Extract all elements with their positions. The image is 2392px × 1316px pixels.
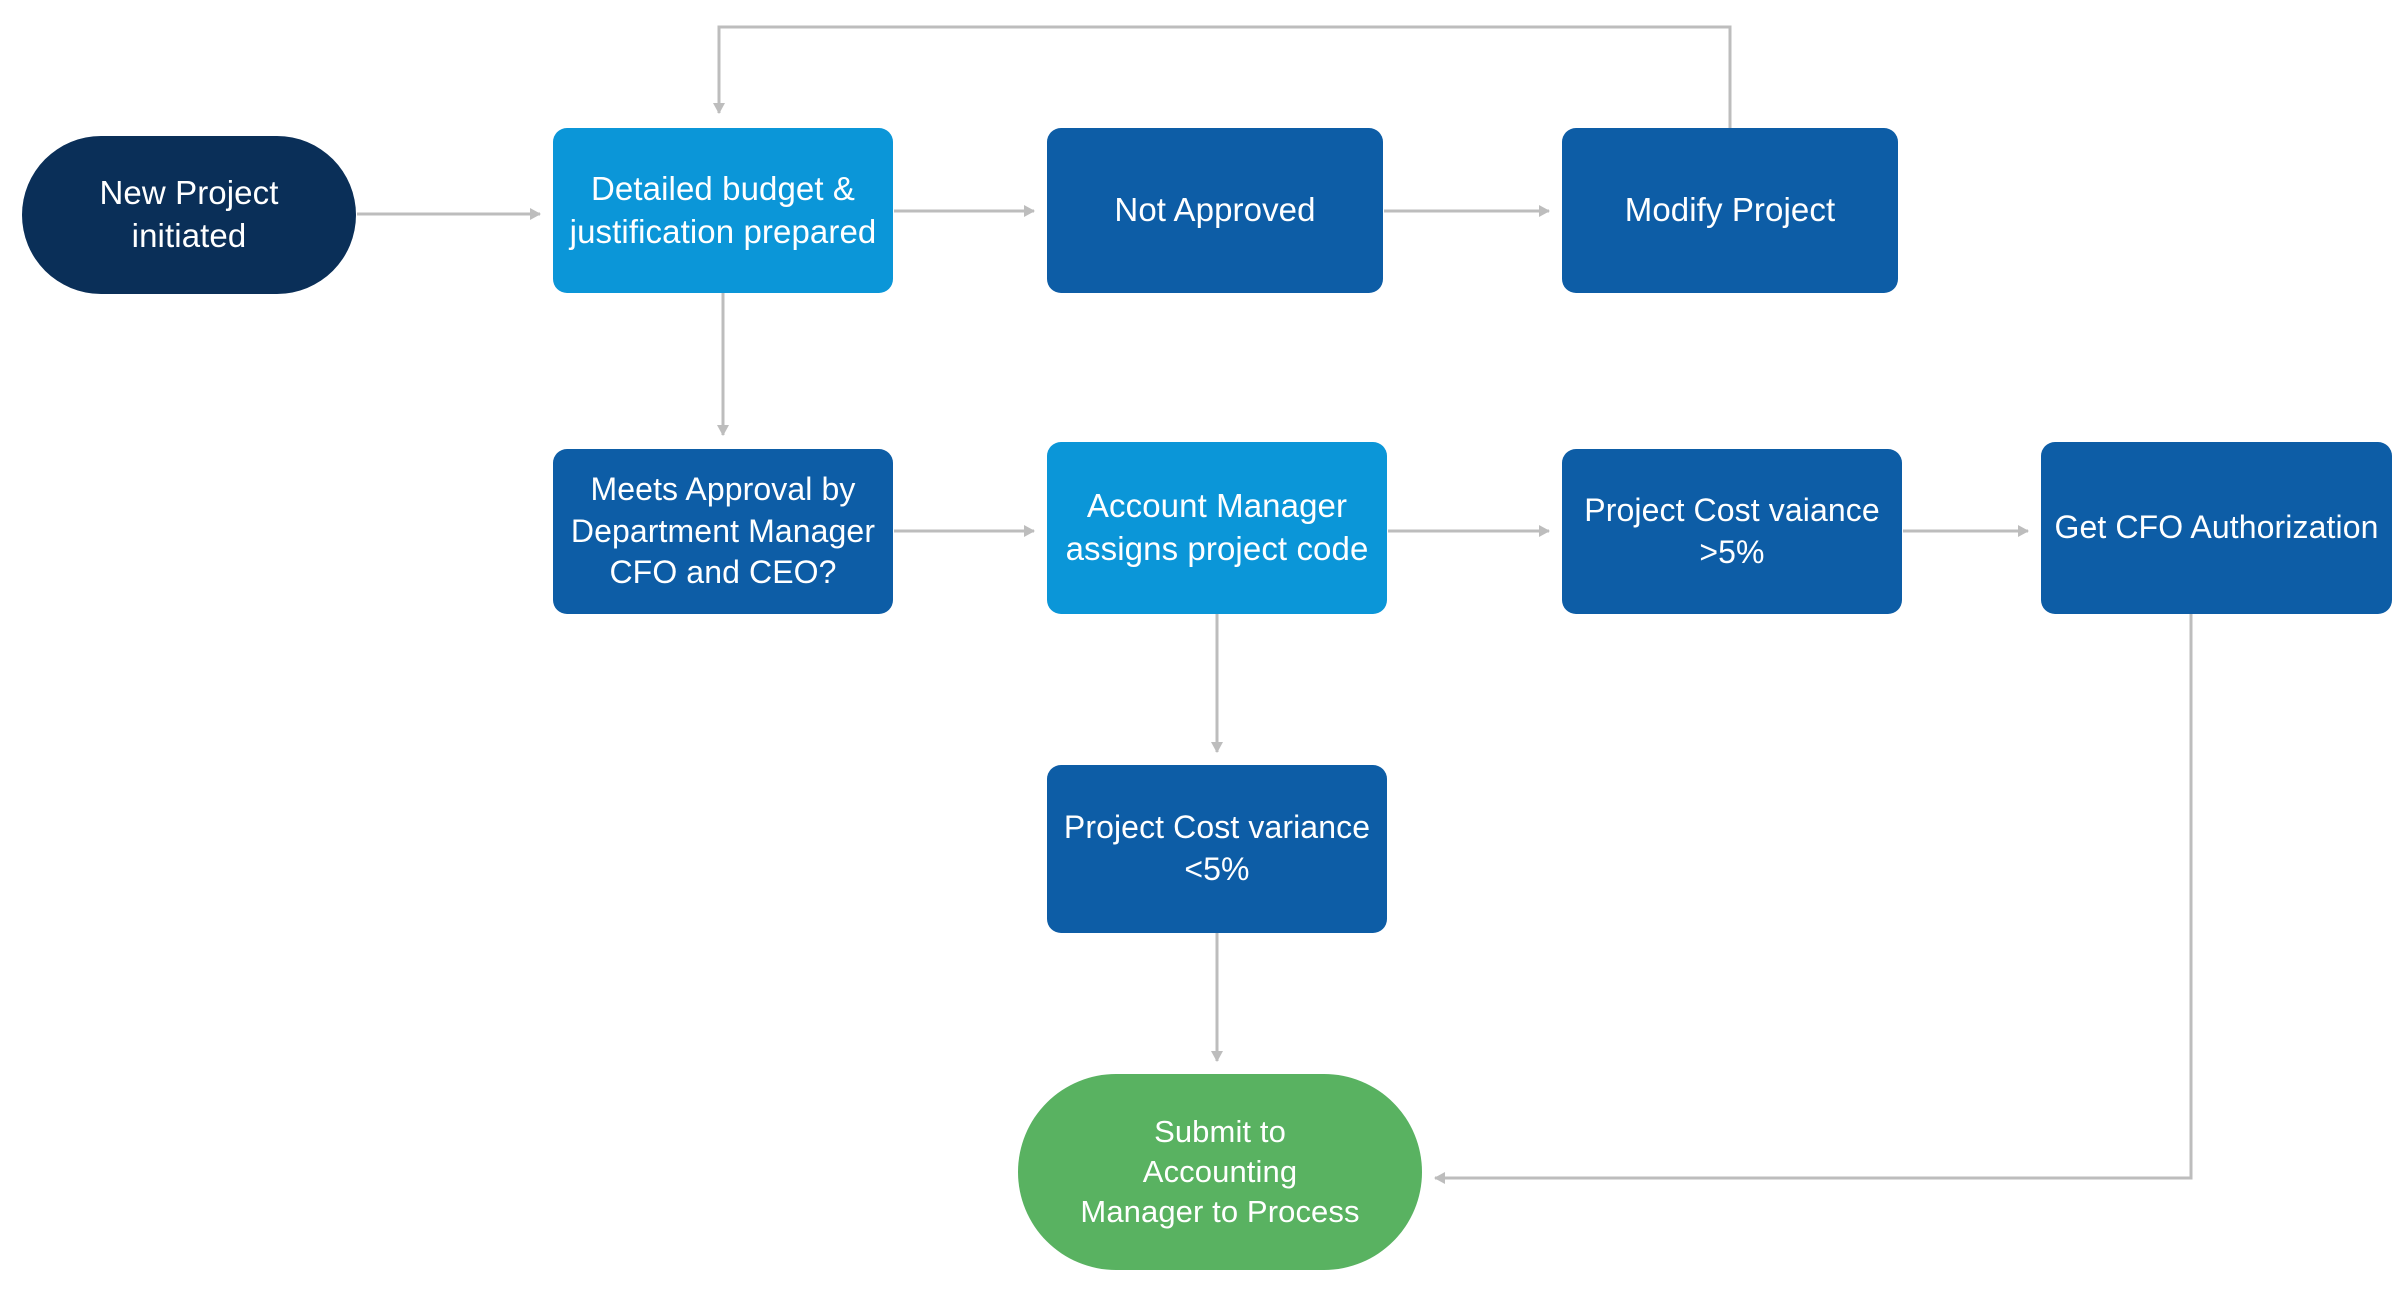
node-project-cost-variance-under-5[interactable]: Project Cost variance <5% — [1047, 765, 1387, 933]
edge-cfo-authorization-to-submit — [1434, 614, 2193, 1184]
node-label: Meets Approval by Department Manager CFO… — [570, 471, 876, 591]
node-label: New Project initiated — [99, 174, 279, 254]
node-submit-to-accounting-manager-to-process[interactable]: Submit to Accounting Manager to Process — [1018, 1074, 1422, 1270]
node-label: Submit to Accounting Manager to Process — [1080, 1113, 1360, 1230]
node-meets-approval[interactable]: Meets Approval by Department Manager CFO… — [553, 449, 893, 614]
node-project-cost-variance-over-5[interactable]: Project Cost vaiance >5% — [1562, 449, 1902, 614]
node-label: Project Cost vaiance >5% — [1584, 491, 1880, 570]
node-detailed-budget-justification-prepared[interactable]: Detailed budget & justification prepared — [553, 128, 893, 293]
node-not-approved[interactable]: Not Approved — [1047, 128, 1383, 293]
node-modify-project[interactable]: Modify Project — [1562, 128, 1898, 293]
node-label: Account Manager assigns project code — [1065, 487, 1369, 567]
node-label: Modify Project — [1624, 191, 1836, 229]
node-label: Not Approved — [1114, 191, 1316, 229]
node-new-project-initiated[interactable]: New Project initiated — [22, 136, 356, 294]
node-label: Detailed budget & justification prepared — [569, 169, 877, 250]
node-get-cfo-authorization[interactable]: Get CFO Authorization — [2041, 442, 2392, 614]
edge-modify-project-to-detailed-budget — [713, 25, 1732, 128]
node-account-manager-assigns-project-code[interactable]: Account Manager assigns project code — [1047, 442, 1387, 614]
node-label: Get CFO Authorization — [2054, 509, 2379, 546]
node-label: Project Cost variance <5% — [1063, 809, 1371, 887]
